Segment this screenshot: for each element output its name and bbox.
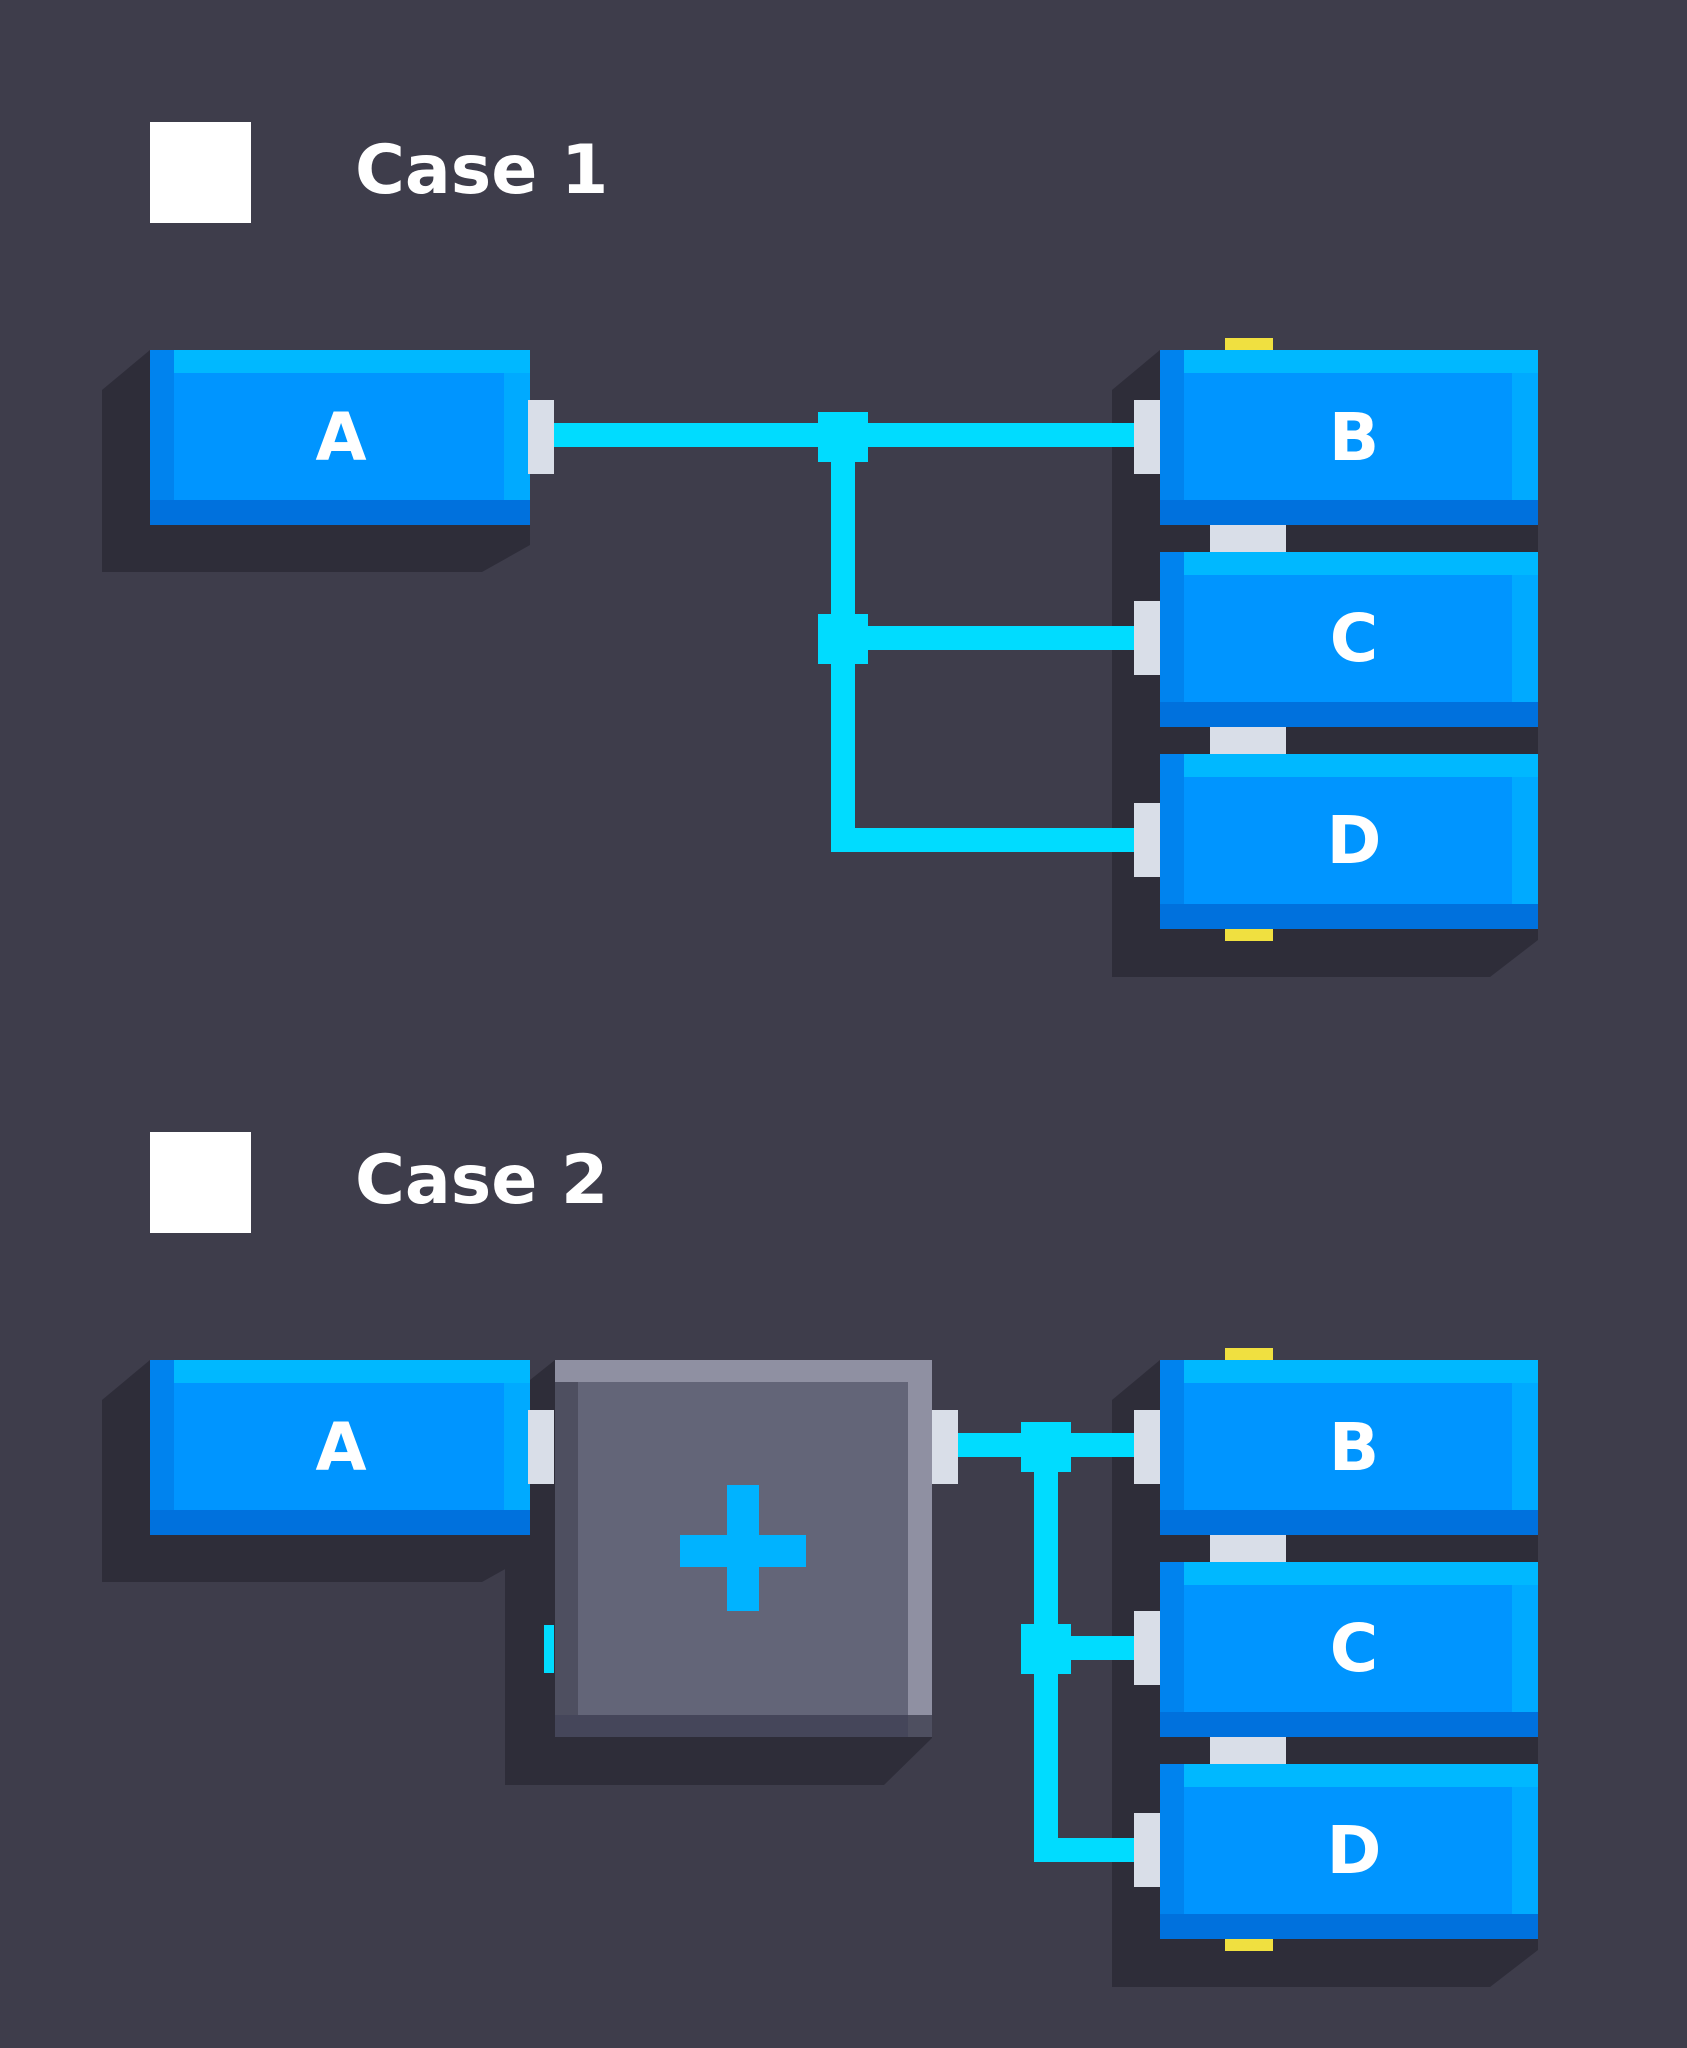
case-2-wires	[544, 1422, 1138, 1862]
block-a[interactable]: A	[150, 1360, 554, 1535]
operator-block[interactable]	[555, 1360, 958, 1737]
case-1-checkbox[interactable]	[150, 122, 251, 223]
case-2-title: Case 2	[355, 1141, 608, 1220]
block-label: A	[315, 399, 366, 476]
port-in	[1134, 1611, 1160, 1685]
block-label: B	[1329, 399, 1379, 476]
wire-c	[831, 626, 1138, 650]
block-b[interactable]: B	[1134, 338, 1538, 525]
wire-junction-1	[1021, 1422, 1071, 1472]
block-label: B	[1329, 1409, 1379, 1486]
wire-junction-2	[1021, 1624, 1071, 1674]
link-b-c	[1210, 1535, 1286, 1562]
indicator-top	[1225, 1348, 1273, 1360]
block-d[interactable]: D	[1134, 1764, 1538, 1951]
block-label: A	[315, 1409, 366, 1486]
block-label: C	[1330, 600, 1378, 677]
port-in	[1134, 803, 1160, 877]
port-in	[1134, 1813, 1160, 1887]
link-c-d	[1210, 727, 1286, 754]
block-a[interactable]: A	[150, 350, 554, 525]
block-label: C	[1330, 1610, 1378, 1687]
port-out	[528, 1410, 554, 1484]
port-out	[528, 400, 554, 474]
case-1: Case 1 A	[102, 122, 1538, 977]
port-in	[1134, 601, 1160, 675]
block-d[interactable]: D	[1134, 754, 1538, 941]
case-1-title: Case 1	[355, 131, 608, 210]
case-1-wires	[548, 412, 1138, 852]
indicator-bottom	[1225, 1939, 1273, 1951]
block-label: D	[1327, 802, 1382, 879]
port-in	[1134, 400, 1160, 474]
block-b[interactable]: B	[1134, 1348, 1538, 1535]
port-in	[1134, 1410, 1160, 1484]
indicator-bottom	[1225, 929, 1273, 941]
block-c[interactable]: C	[1134, 552, 1538, 727]
wire-stub	[544, 1625, 554, 1673]
wire-junction-1	[818, 412, 868, 462]
plus-icon	[680, 1485, 806, 1611]
link-c-d	[1210, 1737, 1286, 1764]
block-label: D	[1327, 1812, 1382, 1889]
port-out	[932, 1410, 958, 1484]
wire-d	[1034, 1838, 1138, 1862]
wire-junction-2	[818, 614, 868, 664]
case-2-checkbox[interactable]	[150, 1132, 251, 1233]
wire-d	[831, 828, 1138, 852]
case-2: Case 2 A	[102, 1132, 1538, 1987]
link-b-c	[1210, 525, 1286, 552]
block-c[interactable]: C	[1134, 1562, 1538, 1737]
indicator-top	[1225, 338, 1273, 350]
